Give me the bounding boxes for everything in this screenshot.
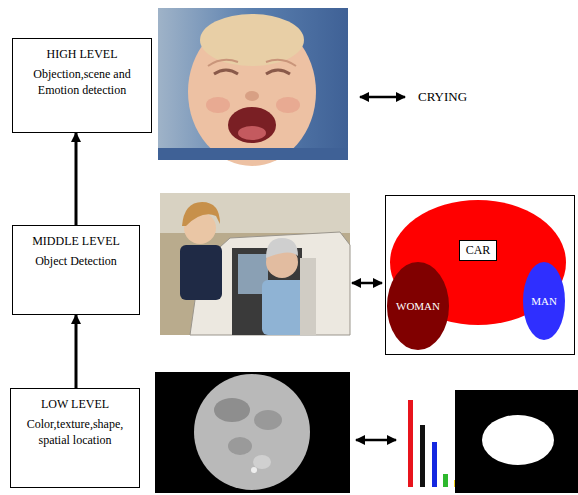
woman-region: WOMAN xyxy=(387,262,449,350)
man-region: MAN xyxy=(523,262,565,340)
node-title: MIDDLE LEVEL xyxy=(32,234,120,249)
node-body: Object Detection xyxy=(35,253,117,269)
node-body: Color,texture,shape, spatial location xyxy=(17,416,133,448)
node-title: MAN xyxy=(531,295,557,307)
level-arrow xyxy=(75,133,78,225)
level-box: HIGH LEVEL Objection,scene and Emotion de… xyxy=(12,38,152,133)
level-box: MIDDLE LEVEL Object Detection xyxy=(12,225,140,315)
segmentation-frame xyxy=(386,196,575,355)
moon-photo xyxy=(155,372,350,493)
node-title: HIGH LEVEL xyxy=(47,47,118,62)
crying-baby-photo xyxy=(158,8,348,166)
node-title: CAR xyxy=(459,240,498,261)
double-arrow xyxy=(352,282,382,285)
level-arrow xyxy=(75,315,78,388)
node-title: WOMAN xyxy=(396,300,440,312)
woman-man-car-photo xyxy=(160,193,350,335)
double-arrow xyxy=(356,439,396,442)
level-box: LOW LEVEL Color,texture,shape, spatial lo… xyxy=(10,388,140,488)
node-title: LOW LEVEL xyxy=(41,397,109,412)
double-arrow xyxy=(360,96,405,99)
node-body: Objection,scene and Emotion detection xyxy=(19,66,145,98)
emotion-label: CRYING xyxy=(418,89,467,105)
shape-mask xyxy=(455,390,578,493)
